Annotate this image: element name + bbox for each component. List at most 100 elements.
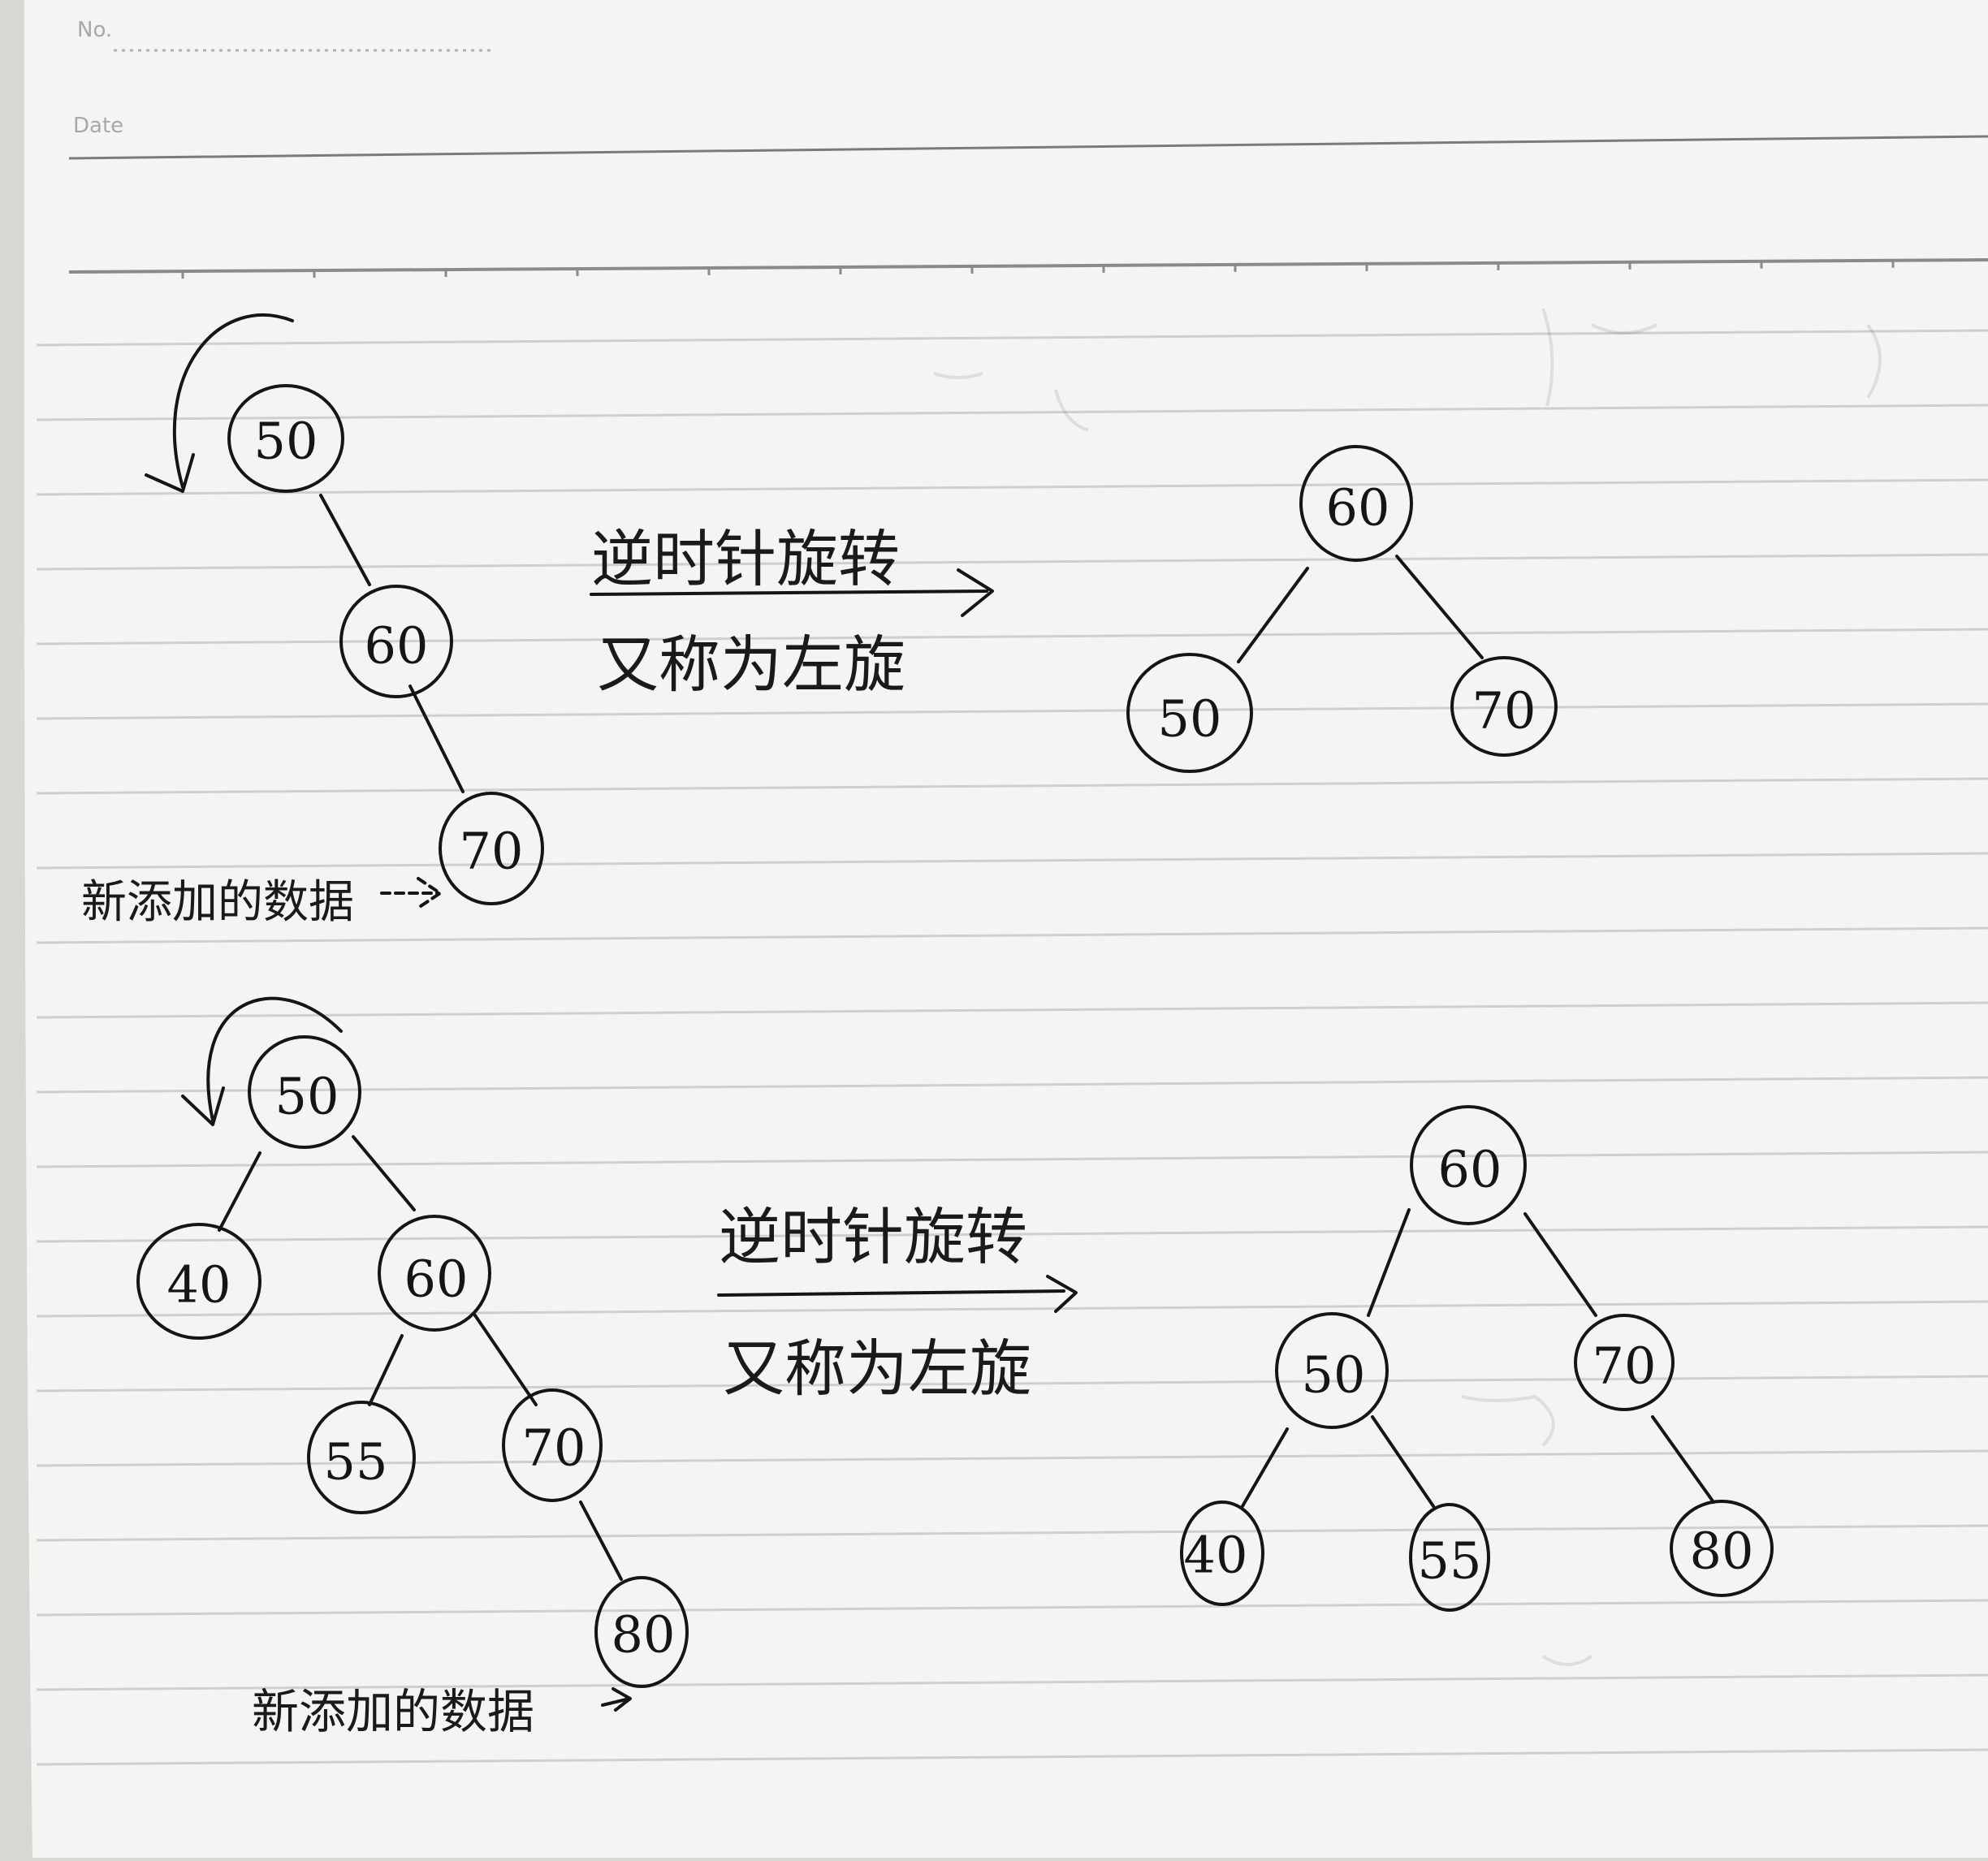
rotation-caption-2: 逆时针旋转 又称为左旋 [717, 1201, 1078, 1405]
tree-node: 55 [307, 1401, 416, 1514]
new-data-note: 新添加的数据 [81, 876, 354, 929]
tree-node: 40 [1180, 1500, 1264, 1606]
caption-rotate-text: 逆时针旋转 [719, 1201, 1027, 1273]
svg-text:50: 50 [254, 412, 318, 471]
svg-text:40: 40 [1184, 1526, 1248, 1585]
diagram-top-left: 50 60 70 新添加的数据 [81, 313, 544, 929]
ruled-lines [36, 329, 1988, 1766]
svg-text:55: 55 [1418, 1531, 1482, 1591]
tree-node: 60 [1410, 1105, 1527, 1225]
edge-60-70 [408, 684, 465, 793]
edge-60-50 [1237, 567, 1309, 663]
ruled-line [36, 1524, 1988, 1542]
edge-50-55 [1371, 1415, 1435, 1508]
svg-text:80: 80 [1690, 1522, 1754, 1581]
edge-50-40 [218, 1151, 261, 1232]
ruled-line [36, 478, 1988, 496]
ruled-line [36, 1375, 1988, 1393]
caption-arrow [717, 1275, 1078, 1313]
edge-70-80 [1651, 1415, 1715, 1504]
caption-arrow [590, 568, 994, 617]
tree-node: 40 [136, 1223, 261, 1340]
edge-70-80 [579, 1500, 623, 1581]
note-arrow [601, 1687, 632, 1712]
svg-text:70: 70 [1593, 1336, 1657, 1396]
edge-50-60 [352, 1135, 416, 1211]
tree-node: 70 [1574, 1314, 1675, 1411]
ruled-line [36, 1748, 1988, 1766]
svg-text:70: 70 [522, 1418, 586, 1478]
ruled-line [36, 1599, 1988, 1617]
svg-text:50: 50 [275, 1067, 339, 1126]
ruled-line [36, 852, 1988, 870]
tree-node: 55 [1409, 1503, 1490, 1612]
tree-node: 50 [227, 384, 344, 493]
svg-text:70: 70 [460, 822, 524, 881]
caption-left-rotate-text: 又称为左旋 [597, 628, 905, 701]
rotation-arrowhead [145, 453, 195, 493]
ruled-line [36, 926, 1988, 944]
ruled-line [36, 1151, 1988, 1168]
bleed-through [933, 308, 1882, 1666]
caption-rotate-text: 逆时针旋转 [591, 523, 900, 595]
tree-node: 60 [378, 1215, 491, 1332]
edge-60-70 [1523, 1212, 1597, 1317]
ruled-line [36, 1673, 1988, 1691]
ruled-line [36, 553, 1988, 571]
rotation-caption-1: 逆时针旋转 又称为左旋 [590, 523, 994, 701]
ruled-line [36, 1225, 1988, 1243]
tree-node: 60 [1299, 445, 1413, 562]
ruled-line [36, 1076, 1988, 1094]
ruled-line [36, 628, 1988, 646]
edge-60-70 [473, 1314, 538, 1406]
ruled-line [36, 329, 1988, 347]
edge-50-40 [1241, 1427, 1289, 1508]
svg-text:60: 60 [1326, 478, 1390, 538]
diagram-bottom-right: 60 50 70 40 55 80 [1180, 1105, 1774, 1612]
tree-node: 60 [339, 585, 453, 698]
edge-60-55 [368, 1334, 404, 1406]
tree-node: 80 [1670, 1500, 1774, 1597]
tree-node: 50 [1275, 1312, 1389, 1429]
svg-text:50: 50 [1302, 1345, 1366, 1405]
svg-text:55: 55 [324, 1432, 388, 1492]
edge-60-50 [1367, 1208, 1411, 1317]
no-label: No. [77, 18, 112, 42]
svg-text:40: 40 [167, 1255, 231, 1315]
tree-node: 70 [502, 1388, 603, 1502]
date-label: Date [73, 114, 123, 138]
rotation-arrow [173, 313, 294, 489]
svg-text:60: 60 [365, 616, 429, 676]
tree-node: 50 [1126, 653, 1253, 773]
paper-sheet [24, 0, 1988, 1858]
svg-text:60: 60 [1438, 1140, 1502, 1199]
tree-node: 80 [594, 1576, 689, 1688]
diagram-top-right: 60 50 70 [1126, 445, 1558, 773]
tree-node: 70 [1450, 656, 1558, 757]
svg-text:60: 60 [404, 1250, 469, 1309]
ruled-line [36, 404, 1988, 421]
tree-node: 70 [439, 792, 544, 905]
ruled-line [36, 777, 1988, 795]
svg-text:80: 80 [612, 1605, 676, 1665]
svg-text:50: 50 [1158, 689, 1222, 749]
edge-50-60 [319, 494, 371, 586]
note-arrow [380, 877, 442, 909]
new-data-note: 新添加的数据 [252, 1684, 534, 1739]
ruler-ticks [181, 260, 1895, 279]
ruled-line [36, 1449, 1988, 1467]
rotation-arrow [206, 996, 343, 1122]
ruler-line [68, 258, 1988, 274]
edge-60-70 [1395, 555, 1484, 659]
diagram-bottom-left: 50 40 60 55 70 80 新添加的数据 [136, 996, 689, 1739]
tree-node: 50 [248, 1035, 361, 1149]
svg-text:70: 70 [1472, 681, 1536, 741]
ruled-line [36, 1001, 1988, 1019]
ruled-line [36, 702, 1988, 720]
date-line [68, 135, 1988, 160]
caption-left-rotate-text: 又称为左旋 [723, 1332, 1031, 1405]
ruled-line [36, 1300, 1988, 1318]
rotation-arrowhead [181, 1086, 225, 1126]
